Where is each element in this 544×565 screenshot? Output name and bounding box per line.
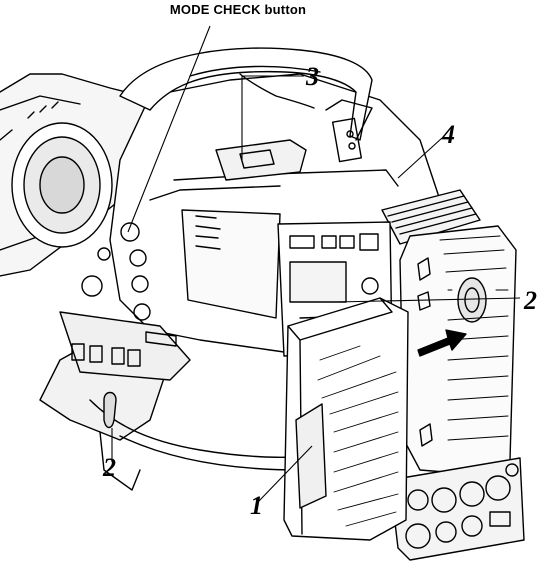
connector-panel [390,458,524,560]
callout-2-right: 2 [524,288,537,314]
mode-check-label: MODE CHECK button [118,2,358,17]
callout-3: 3 [306,64,319,90]
callout-1: 1 [250,493,263,519]
callout-2-left: 2 [103,455,116,481]
callout-4: 4 [442,122,455,148]
battery-pack [284,298,408,540]
